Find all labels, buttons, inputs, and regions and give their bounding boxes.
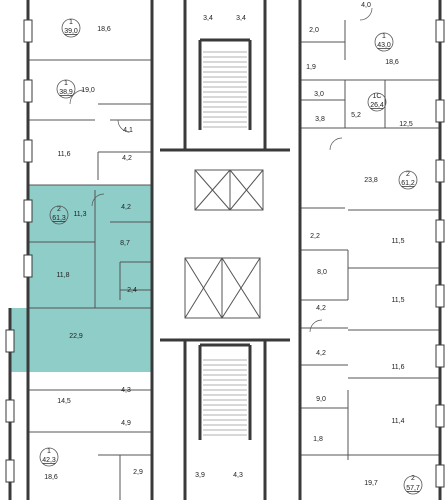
room-area: 4,3 [121,387,131,394]
room-area: 19,7 [364,480,378,487]
room-area: 1,9 [306,64,316,71]
apt-total-area: 38,9 [59,89,73,96]
core-room-area: 3,4 [203,15,213,22]
room-area: 2,4 [127,287,137,294]
room-area: 14,5 [57,398,71,405]
apt-total-area: 61,3 [52,215,66,222]
room-area: 4,2 [316,350,326,357]
apt-total-area: 26,4 [370,102,384,109]
room-area: 4,0 [361,2,371,9]
room-area: 23,8 [364,177,378,184]
room-area: 2,0 [309,27,319,34]
room-area: 11,5 [391,238,404,245]
room-area: 4,1 [123,127,133,134]
room-area: 22,9 [69,333,83,340]
room-area: 18,6 [97,26,111,33]
apt-rooms-label: 2 [406,171,410,178]
highlighted-apartment-area[interactable] [10,185,152,372]
room-area: 4,2 [122,155,132,162]
apt-total-area: 42,3 [42,457,56,464]
apartment-badges [39,18,423,495]
apt-rooms-label: 1 [69,19,73,26]
room-area: 9,0 [316,396,326,403]
room-area: 2,2 [310,233,320,240]
area-labels: 1 39,0 18,6 1 38,9 19,0 4,1 11,6 4,2 2 6… [42,2,420,492]
core-room-area: 4,3 [233,472,243,479]
room-area: 11,4 [391,418,404,425]
room-area: 4,2 [316,305,326,312]
room-area: 11,6 [391,364,404,371]
apt-total-area: 43,0 [377,42,391,49]
room-area: 11,5 [391,297,404,304]
room-area: 4,2 [121,204,131,211]
room-area: 12,5 [399,121,413,128]
room-area: 2,9 [133,469,143,476]
room-area: 8,7 [120,240,130,247]
apt-total-area: 57,7 [406,485,420,492]
core-room-area: 3,4 [236,15,246,22]
apt-rooms-label: 2 [411,475,415,482]
stair-treads [203,51,247,436]
apt-rooms-label: 1 [47,448,51,455]
room-area: 1,8 [313,436,323,443]
apt-total-area: 61,2 [401,180,415,187]
apt-rooms-label: 1С [373,93,382,100]
room-area: 11,8 [56,272,69,279]
room-area: 8,0 [317,269,327,276]
windows [5,19,445,488]
room-area: 4,9 [121,420,131,427]
room-area: 3,8 [315,116,325,123]
apt-rooms-label: 2 [57,206,61,213]
room-area: 5,2 [351,112,361,119]
room-area: 11,3 [73,211,86,218]
room-area: 19,0 [81,87,95,94]
apt-total-area: 39,0 [64,28,78,35]
interior-walls [28,20,440,500]
apt-rooms-label: 1 [64,80,68,87]
room-area: 18,6 [44,474,58,481]
room-area: 18,6 [385,59,399,66]
door-swings [69,7,373,333]
apt-rooms-label: 1 [382,33,386,40]
room-area: 3,0 [314,91,324,98]
core-room-area: 3,9 [195,472,205,479]
structural-walls [8,0,442,500]
room-area: 11,6 [57,151,70,158]
